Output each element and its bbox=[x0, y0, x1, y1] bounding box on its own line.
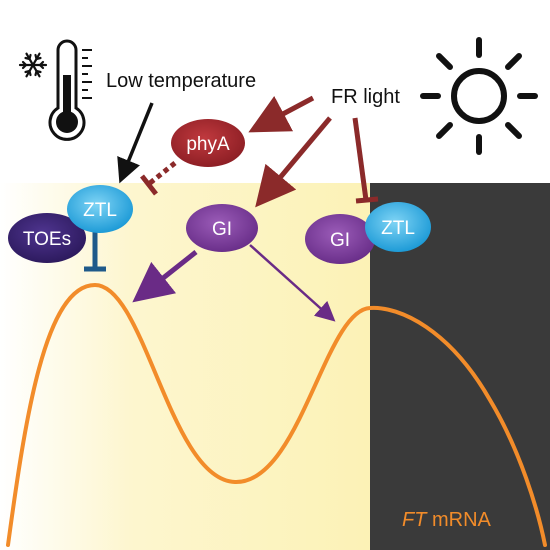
gi-node-night: GI bbox=[305, 214, 375, 264]
thermometer-icon bbox=[48, 39, 92, 141]
snowflake-icon bbox=[18, 52, 48, 78]
toes-node: TOEs bbox=[8, 213, 86, 263]
ft-gene-name: FT bbox=[402, 509, 428, 531]
phya-inhibits-ztl bbox=[140, 161, 177, 196]
phya-label: phyA bbox=[186, 134, 230, 155]
gi-label-night: GI bbox=[330, 230, 350, 251]
low-temp-arrow bbox=[117, 102, 154, 184]
ztl-label-day: ZTL bbox=[83, 200, 117, 221]
gi-label-day: GI bbox=[212, 219, 232, 240]
ztl-node-day: ZTL bbox=[67, 185, 133, 233]
fr-to-phya-arrow bbox=[248, 95, 315, 133]
gi-node-day: GI bbox=[186, 204, 258, 252]
fr-to-gi-arrow bbox=[255, 116, 332, 208]
mrna-text: mRNA bbox=[426, 509, 491, 531]
ztl-label-night: ZTL bbox=[381, 218, 415, 239]
ztl-node-night: ZTL bbox=[365, 202, 431, 252]
ztl-inhibits-ft bbox=[84, 230, 106, 272]
fr-light-label: FR light bbox=[331, 86, 400, 108]
ft-mrna-label: FT mRNA bbox=[402, 509, 492, 531]
sun-icon bbox=[420, 37, 538, 155]
phya-node: phyA bbox=[171, 119, 245, 167]
gi-to-ft-arrow-right bbox=[249, 244, 336, 322]
gi-to-ft-arrow-left bbox=[132, 250, 198, 303]
toes-label: TOEs bbox=[23, 229, 71, 250]
ft-mrna-curve bbox=[6, 282, 547, 547]
low-temperature-label: Low temperature bbox=[106, 70, 256, 92]
fr-inhibits-ztl bbox=[352, 117, 379, 204]
